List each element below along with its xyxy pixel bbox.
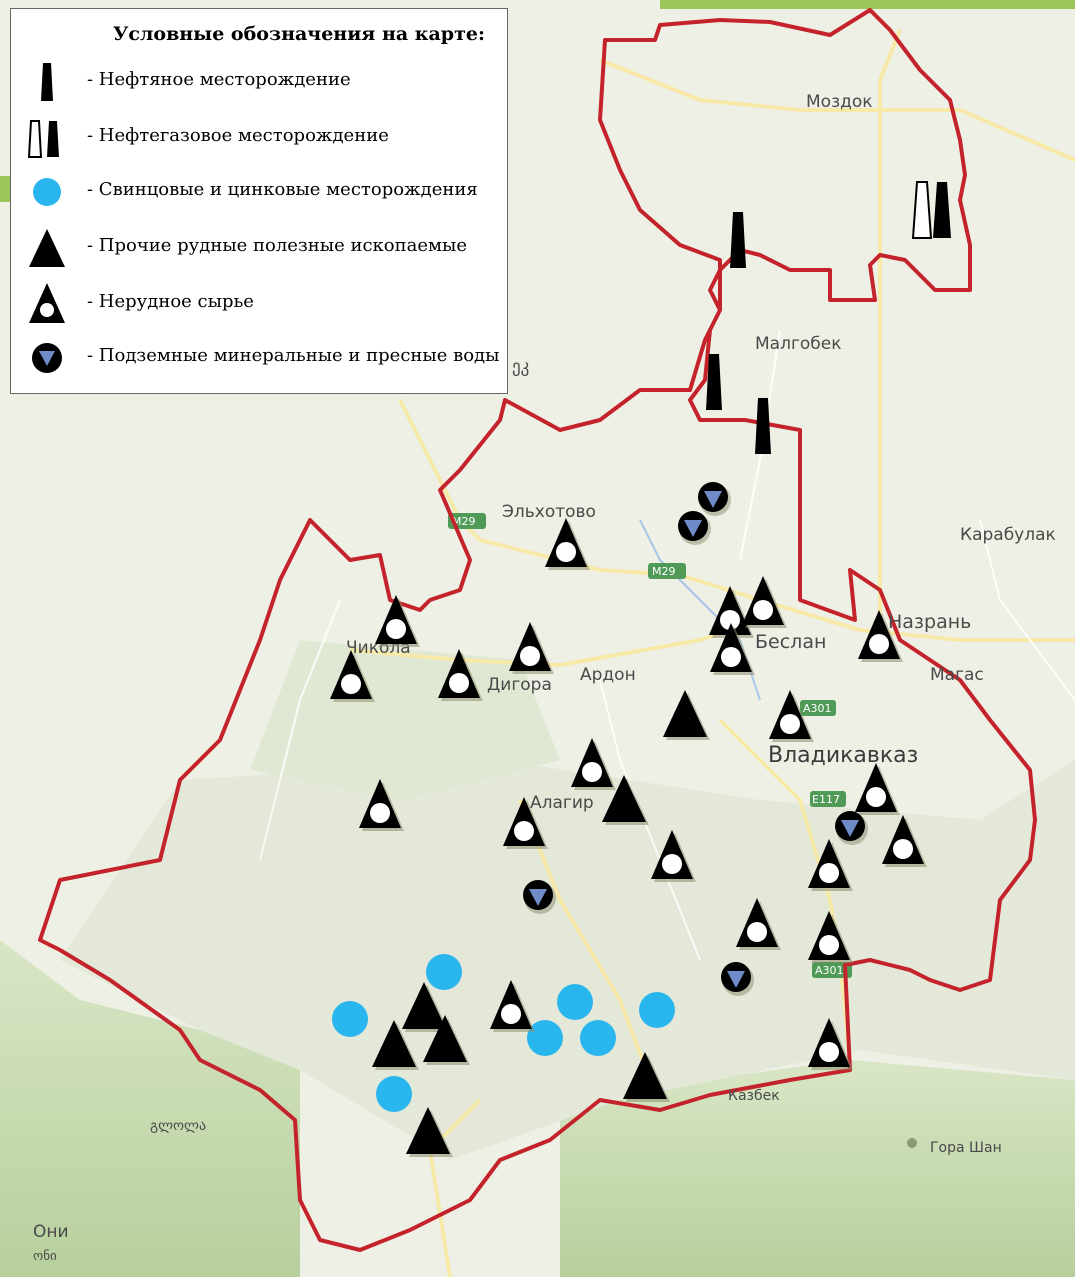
water-deposit-marker xyxy=(523,880,556,914)
nonmetal-deposit-marker xyxy=(882,815,927,867)
legend-item-water: - Подземные минеральные и пресные воды xyxy=(21,333,501,383)
deposit-markers xyxy=(330,181,951,1157)
region-border xyxy=(38,8,1037,1252)
ore-deposit-marker xyxy=(623,1052,670,1102)
nonmetal-deposit-marker xyxy=(855,763,900,815)
city-label-elkhotovo: Эльхотово xyxy=(502,502,596,522)
legend-label: - Прочие рудные полезные ископаемые xyxy=(87,235,467,256)
water-deposit-marker xyxy=(698,482,731,516)
city-label-magas: Магас xyxy=(930,665,984,685)
city-label-digora: Дигора xyxy=(487,675,552,695)
water-deposit-marker xyxy=(835,811,868,845)
city-label-gora-shan: Гора Шан xyxy=(930,1140,1002,1156)
oil-gas-deposit-marker xyxy=(911,181,951,239)
minor-roads-layer xyxy=(259,329,1075,961)
legend-label: - Нефтегазовое месторождение xyxy=(87,125,389,146)
decor-ribbon-top xyxy=(660,0,1075,9)
lead-zinc-deposit-marker xyxy=(426,954,462,990)
road-label: M29 xyxy=(452,515,476,528)
nonmetal-deposit-marker xyxy=(438,649,483,701)
nonmetal-deposit-marker xyxy=(742,576,787,628)
nonmetal-deposit-marker xyxy=(736,898,781,950)
ore-deposit-marker xyxy=(372,1020,419,1070)
nonmetal-deposit-marker xyxy=(545,518,590,570)
nonmetal-deposit-marker xyxy=(808,1018,853,1070)
ore-deposit-marker xyxy=(406,1107,453,1157)
nonmetal-deposit-marker xyxy=(651,830,696,882)
legend-label: - Подземные минеральные и пресные воды xyxy=(87,345,500,366)
legend-item-oilgas: - Нефтегазовое месторождение xyxy=(21,113,501,163)
lead-zinc-circle-icon xyxy=(33,178,61,206)
water-drop-icon xyxy=(32,343,62,373)
legend-title: Условные обозначения на карте: xyxy=(113,23,485,45)
city-label-oni: Они xyxy=(33,1222,69,1242)
road-label: M29 xyxy=(652,565,676,578)
city-label-vladikavkaz: Владикавказ xyxy=(768,743,918,768)
lead-zinc-deposit-marker xyxy=(557,984,593,1020)
legend-label: - Нефтяное месторождение xyxy=(87,69,351,90)
water-deposit-marker xyxy=(678,511,711,545)
nonmetal-deposit-marker xyxy=(858,610,903,662)
city-label-mozdok: Моздок xyxy=(806,92,873,112)
nonmetal-deposit-marker xyxy=(808,839,853,891)
ore-deposit-marker xyxy=(663,690,710,740)
oil-gas-derrick-icon xyxy=(27,120,59,158)
city-label-alagir: Алагир xyxy=(530,793,594,813)
water-deposit-marker xyxy=(721,962,754,996)
nonmetal-deposit-marker xyxy=(330,650,375,702)
nonmetal-deposit-marker xyxy=(503,797,548,849)
nonmetal-deposit-marker xyxy=(375,595,420,647)
nonmetal-deposit-marker xyxy=(769,690,814,742)
road-label: A301 xyxy=(815,964,844,977)
mountain-zone-west xyxy=(0,940,300,1277)
city-label-glola: გლოლა xyxy=(150,1118,206,1134)
legend-item-nonmetal: - Нерудное сырье xyxy=(21,279,501,329)
city-label-karabulak: Карабулак xyxy=(960,525,1056,545)
city-label-oni-georgian: ონი xyxy=(33,1249,57,1264)
oil-derrick-icon xyxy=(41,63,53,101)
ore-deposit-marker xyxy=(423,1015,470,1065)
lead-zinc-deposit-marker xyxy=(639,992,675,1028)
city-label-malgobek: Малгобек xyxy=(755,334,842,354)
nonmetal-deposit-marker xyxy=(490,980,535,1032)
lead-zinc-deposit-marker xyxy=(580,1020,616,1056)
nonmetal-deposit-marker xyxy=(710,623,755,675)
nonmetal-deposit-marker xyxy=(359,779,404,831)
legend-item-ore: - Прочие рудные полезные ископаемые xyxy=(21,223,501,273)
city-label-ardon: Ардон xyxy=(580,665,636,685)
ore-deposit-marker xyxy=(602,775,649,825)
road-label: A301 xyxy=(803,702,832,715)
road-shields: M29 M29 A301 E117 A301 xyxy=(448,513,852,978)
oil-deposit-marker xyxy=(706,354,722,410)
mountain-zone-south xyxy=(560,1060,1075,1277)
nonmetal-triangle-icon xyxy=(29,283,65,323)
oil-deposit-marker xyxy=(730,212,746,268)
forest-zone xyxy=(250,640,560,800)
nonmetal-deposit-marker xyxy=(709,586,754,638)
nonmetal-deposit-marker xyxy=(808,911,853,963)
nonmetal-deposit-marker xyxy=(571,738,616,790)
ore-triangle-icon xyxy=(29,229,65,267)
legend-item-leadzinc: - Свинцовые и цинковые месторождения xyxy=(21,167,501,217)
city-label-nazran: Назрань xyxy=(888,611,971,633)
legend-item-oil: - Нефтяное месторождение xyxy=(21,57,501,107)
legend-label: - Свинцовые и цинковые месторождения xyxy=(87,179,478,200)
lead-zinc-deposit-marker xyxy=(376,1076,412,1112)
nonmetal-deposit-marker xyxy=(509,622,554,674)
oil-deposit-marker xyxy=(755,398,771,454)
city-label-beslan: Беслан xyxy=(755,631,826,653)
map-legend: Условные обозначения на карте: - Нефтяно… xyxy=(10,8,508,394)
legend-label: - Нерудное сырье xyxy=(87,291,254,312)
road-label: E117 xyxy=(812,793,840,806)
city-label-fragment: ეკ xyxy=(512,357,529,377)
city-labels: Моздок Малгобек Карабулак Назрань Магас … xyxy=(33,92,1056,1264)
lead-zinc-deposit-marker xyxy=(527,1020,563,1056)
city-label-kazbek: Казбек xyxy=(728,1088,780,1104)
mountain-peak-icon xyxy=(907,1138,917,1148)
lead-zinc-deposit-marker xyxy=(332,1001,368,1037)
ore-deposit-marker xyxy=(402,982,449,1032)
